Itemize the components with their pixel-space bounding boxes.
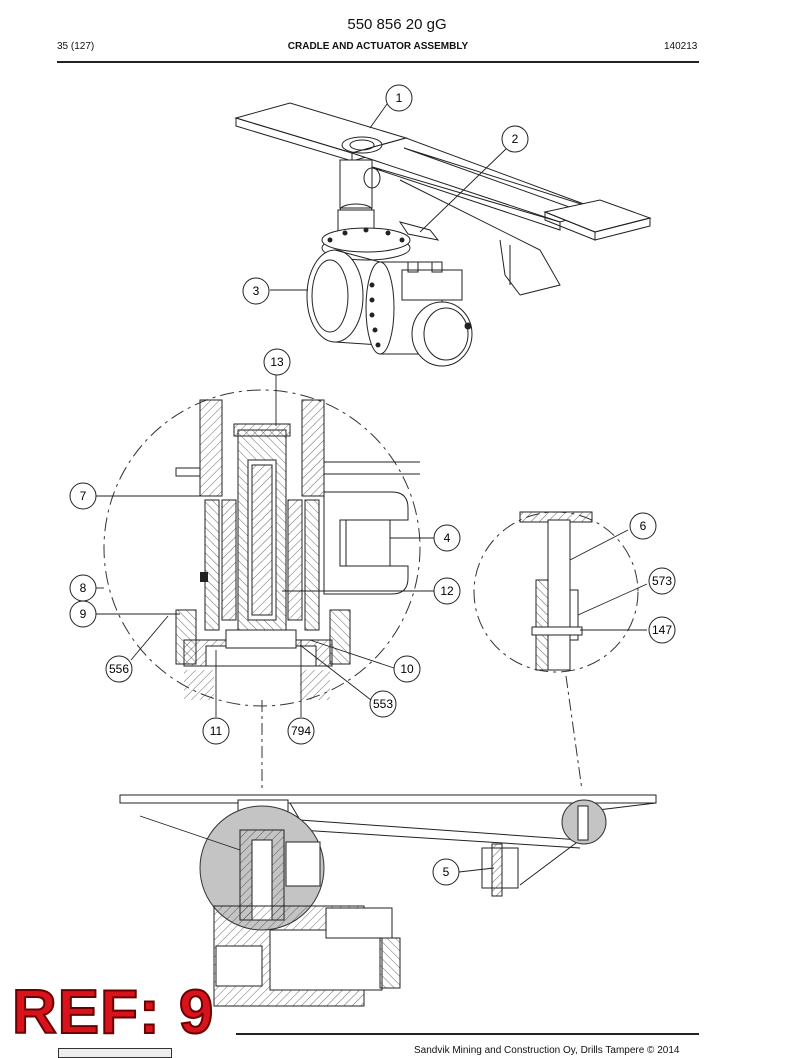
callout-6: 6 <box>629 512 657 540</box>
brand-logo <box>58 1048 172 1058</box>
callout-13: 13 <box>263 348 291 376</box>
footer-rule <box>236 1033 699 1035</box>
svg-text:2: 2 <box>512 132 519 146</box>
svg-text:12: 12 <box>440 584 454 598</box>
svg-text:573: 573 <box>652 574 672 588</box>
callout-10: 10 <box>393 655 421 683</box>
section-detail-view <box>103 389 421 790</box>
svg-text:11: 11 <box>210 724 223 738</box>
svg-text:13: 13 <box>270 355 284 369</box>
date-code: 140213 <box>664 41 698 52</box>
callout-2: 2 <box>501 125 529 153</box>
callout-3: 3 <box>242 277 270 305</box>
callout-556: 556 <box>105 655 133 683</box>
callout-147: 147 <box>648 616 676 644</box>
small-detail-view <box>473 511 639 791</box>
svg-text:6: 6 <box>640 519 647 533</box>
svg-text:147: 147 <box>652 623 672 637</box>
svg-text:9: 9 <box>80 607 87 621</box>
callout-4: 4 <box>433 524 461 552</box>
assembly-side-view <box>119 794 657 1007</box>
leader-lines <box>96 103 648 873</box>
callout-1: 1 <box>385 84 413 112</box>
callout-9: 9 <box>69 600 97 628</box>
svg-text:5: 5 <box>443 865 450 879</box>
svg-text:10: 10 <box>400 662 414 676</box>
page-number: 35 (127) <box>57 41 95 52</box>
callout-573: 573 <box>648 567 676 595</box>
callout-794: 794 <box>287 717 315 745</box>
callout-5: 5 <box>432 858 460 886</box>
svg-text:8: 8 <box>80 581 87 595</box>
svg-text:556: 556 <box>109 662 129 676</box>
svg-text:553: 553 <box>373 697 393 711</box>
callout-7: 7 <box>69 482 97 510</box>
svg-text:794: 794 <box>291 724 311 738</box>
reference-stamp: REF: 9 <box>11 978 215 1047</box>
callout-8: 8 <box>69 574 97 602</box>
callout-553: 553 <box>369 690 397 718</box>
svg-text:4: 4 <box>444 531 451 545</box>
svg-text:7: 7 <box>80 489 87 503</box>
callouts: 1 2 3 13 7 4 6 573 8 12 9 147 556 10 553… <box>69 84 676 886</box>
svg-text:3: 3 <box>253 284 260 298</box>
section-title: CRADLE AND ACTUATOR ASSEMBLY <box>287 41 469 52</box>
callout-12: 12 <box>433 577 461 605</box>
isometric-view <box>234 102 652 367</box>
copyright-notice: Sandvik Mining and Construction Oy, Dril… <box>414 1045 680 1056</box>
svg-text:1: 1 <box>396 91 403 105</box>
document-id: 550 856 20 gG <box>347 16 447 33</box>
header-rule <box>57 61 699 63</box>
callout-11: 11 <box>202 717 230 745</box>
